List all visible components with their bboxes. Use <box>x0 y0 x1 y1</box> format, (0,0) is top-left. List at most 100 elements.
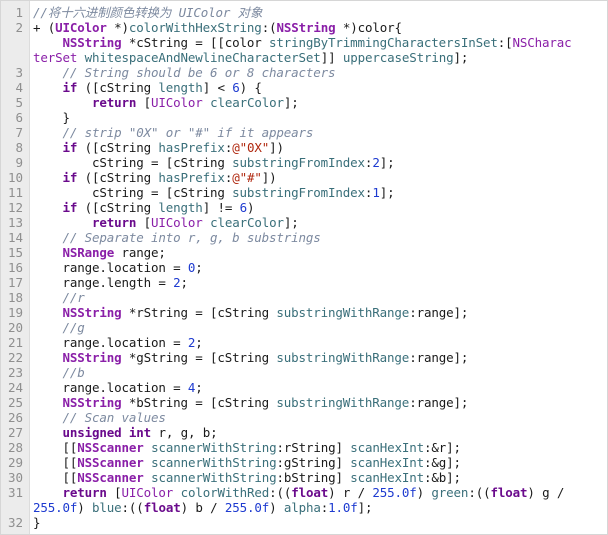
code-line[interactable]: 255.0f) blue:((float) b / 255.0f) alpha:… <box>1 500 607 515</box>
code-line[interactable]: 18 //r <box>1 290 607 305</box>
code-line[interactable]: 20 //g <box>1 320 607 335</box>
code-line[interactable]: 12 if ([cString length] != 6) <box>1 200 607 215</box>
code-token: [[ <box>33 455 78 470</box>
code-token <box>33 485 63 500</box>
code-line[interactable]: 3 // String should be 6 or 8 characters <box>1 65 607 80</box>
code-line[interactable]: NSString *cString = [[color stringByTrim… <box>1 35 607 50</box>
code-line[interactable]: 8 if ([cString hasPrefix:@"0X"]) <box>1 140 607 155</box>
code-line[interactable]: 25 NSString *bString = [cString substrin… <box>1 395 607 410</box>
code-token: NSString <box>62 35 122 50</box>
code-token: :range]; <box>409 350 469 365</box>
code-token: ([cString <box>77 170 159 185</box>
code-token <box>33 365 63 380</box>
code-token: [ <box>136 215 152 230</box>
code-line[interactable]: 10 if ([cString hasPrefix:@"#"]) <box>1 170 607 185</box>
code-line[interactable]: 2+ (UIColor *)colorWithHexString:(NSStri… <box>1 20 607 35</box>
code-token: cString = [cString <box>33 155 233 170</box>
line-number: 5 <box>15 95 23 110</box>
code-token: if <box>62 80 78 95</box>
code-line[interactable]: terSet whitespaceAndNewlineCharacterSet]… <box>1 50 607 65</box>
code-line[interactable]: 11 cString = [cString substringFromIndex… <box>1 185 607 200</box>
code-token: unsigned <box>62 425 122 440</box>
code-line[interactable]: 28 [[NSScanner scannerWithString:rString… <box>1 440 607 455</box>
code-token: NSString <box>62 350 122 365</box>
code-line[interactable]: 9 cString = [cString substringFromIndex:… <box>1 155 607 170</box>
code-token: ]; <box>283 215 299 230</box>
code-line[interactable]: 21 range.location = 2; <box>1 335 607 350</box>
code-line[interactable]: 13 return [UIColor clearColor]; <box>1 215 607 230</box>
code-text: [[NSScanner scannerWithString:rString] s… <box>29 440 607 455</box>
line-number: 27 <box>7 425 23 440</box>
code-token <box>33 305 63 320</box>
code-token: scanHexInt <box>350 455 424 470</box>
code-token: 6 <box>232 80 240 95</box>
code-token: :(( <box>269 485 292 500</box>
code-token: scannerWithString <box>151 470 277 485</box>
line-number: 8 <box>15 140 23 155</box>
code-line[interactable]: 7 // strip "0X" or "#" if it appears <box>1 125 607 140</box>
line-number: 26 <box>7 410 23 425</box>
code-token: scannerWithString <box>151 455 277 470</box>
code-line[interactable]: 27 unsigned int r, g, b; <box>1 425 607 440</box>
code-token: UIColor <box>121 485 174 500</box>
code-token: ([cString <box>77 200 159 215</box>
code-line[interactable]: 24 range.location = 4; <box>1 380 607 395</box>
code-token <box>144 440 151 455</box>
code-line[interactable]: 5 return [UIColor clearColor]; <box>1 95 607 110</box>
code-text: if ([cString length] < 6) { <box>29 80 607 95</box>
code-line[interactable]: 1//将十六进制颜色转换为 UIColor 对象 <box>1 5 607 20</box>
line-number: 24 <box>7 380 23 395</box>
code-line[interactable]: 16 range.location = 0; <box>1 260 607 275</box>
code-token <box>33 395 63 410</box>
code-token <box>33 290 63 305</box>
code-token: scanHexInt <box>350 440 424 455</box>
code-line[interactable]: 23 //b <box>1 365 607 380</box>
code-token: 1 <box>372 185 380 200</box>
code-line[interactable]: 15 NSRange range; <box>1 245 607 260</box>
code-text: 255.0f) blue:((float) b / 255.0f) alpha:… <box>29 500 607 515</box>
code-token: cString = [cString <box>33 185 233 200</box>
code-line[interactable]: 14 // Separate into r, g, b substrings <box>1 230 607 245</box>
code-text: cString = [cString substringFromIndex:1]… <box>29 185 607 200</box>
code-token: substringWithRange <box>276 395 410 410</box>
code-token: //r <box>62 290 85 305</box>
code-line[interactable]: 22 NSString *gString = [cString substrin… <box>1 350 607 365</box>
code-line[interactable]: 29 [[NSScanner scannerWithString:gString… <box>1 455 607 470</box>
code-line[interactable]: 6 } <box>1 110 607 125</box>
code-text: range.location = 4; <box>29 380 607 395</box>
code-token: float <box>143 500 181 515</box>
code-line[interactable]: 19 NSString *rString = [cString substrin… <box>1 305 607 320</box>
code-token: //g <box>62 320 85 335</box>
code-token <box>33 80 63 95</box>
code-token: float <box>291 485 329 500</box>
line-number: 30 <box>7 470 23 485</box>
code-text: //将十六进制颜色转换为 UIColor 对象 <box>29 5 607 20</box>
line-number: 9 <box>15 155 23 170</box>
code-line[interactable]: 30 [[NSScanner scannerWithString:bString… <box>1 470 607 485</box>
code-token: *gString = [cString <box>121 350 277 365</box>
code-token: ; <box>195 260 203 275</box>
code-token: range.location = <box>33 260 188 275</box>
code-line[interactable]: 26 // Scan values <box>1 410 607 425</box>
code-text: NSString *gString = [cString substringWi… <box>29 350 607 365</box>
code-token: alpha <box>283 500 321 515</box>
code-line[interactable]: 31 return [UIColor colorWithRed:((float)… <box>1 485 607 500</box>
code-line[interactable]: 17 range.length = 2; <box>1 275 607 290</box>
code-token <box>144 470 151 485</box>
code-token: :( <box>261 20 277 35</box>
code-token: length <box>158 200 203 215</box>
code-token: 4 <box>187 380 196 395</box>
code-text: if ([cString hasPrefix:@"#"]) <box>29 170 607 185</box>
code-token: // String should be 6 or 8 characters <box>62 65 336 80</box>
code-line[interactable]: 4 if ([cString length] < 6) { <box>1 80 607 95</box>
code-line[interactable]: 32} <box>1 515 607 530</box>
code-token: hasPrefix <box>158 170 225 185</box>
code-token: ([cString <box>77 140 159 155</box>
code-token: range.location = <box>33 335 188 350</box>
code-token: : <box>224 140 233 155</box>
code-token: return <box>62 485 107 500</box>
code-token: UIColor <box>55 20 107 35</box>
code-token: return <box>92 95 137 110</box>
